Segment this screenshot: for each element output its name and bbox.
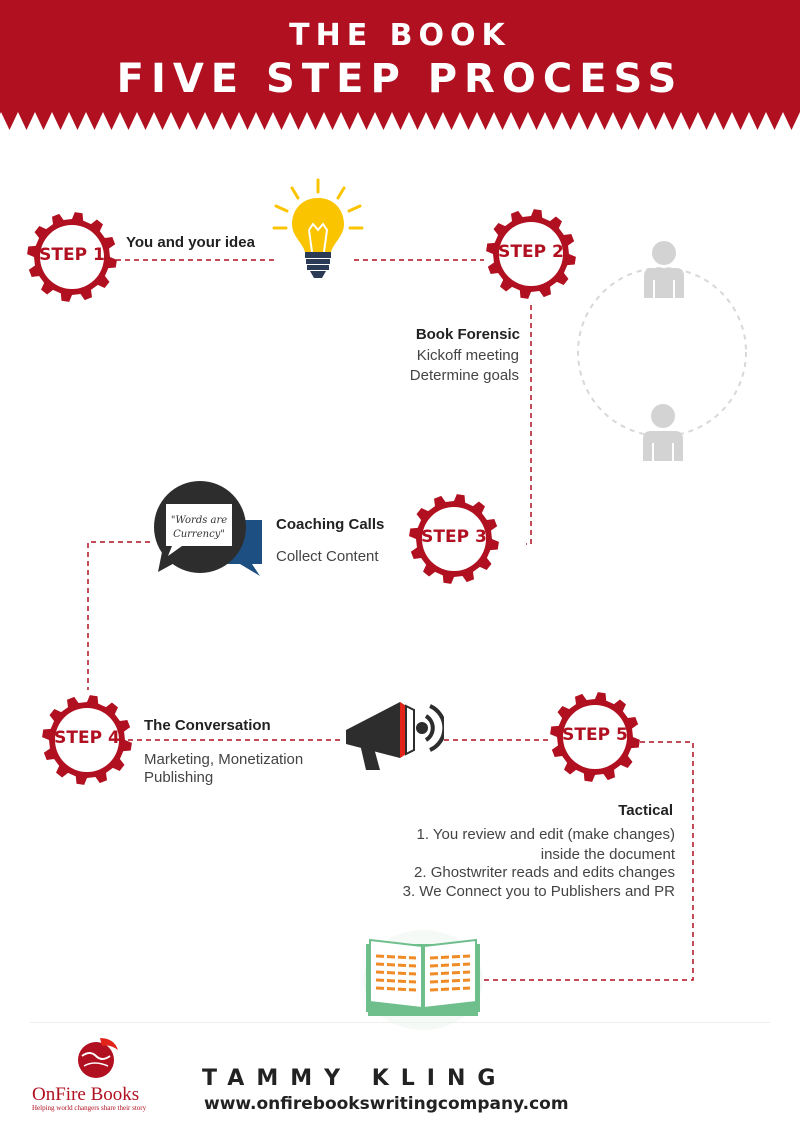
step-5-detail-1: 1. You review and edit (make changes) — [416, 826, 676, 843]
gear-icon — [486, 209, 576, 299]
bubble-quote-line-2: Currency" — [173, 529, 225, 540]
author-name: TAMMY KLING — [202, 1066, 508, 1091]
person-top-icon — [644, 241, 684, 298]
step-1-title: You and your idea — [126, 234, 255, 251]
step-2-gear: STEP 2 — [485, 208, 577, 300]
bubble-quote-line-1: "Words are — [170, 515, 228, 526]
title-line-2: FIVE STEP PROCESS — [116, 56, 684, 102]
step-5-detail-4: 3. We Connect you to Publishers and PR — [402, 883, 675, 900]
step-4-detail-1: Marketing, Monetization — [144, 751, 304, 768]
onfire-globe-logo-icon — [78, 1038, 118, 1078]
step-5-label: STEP 5 — [562, 725, 628, 745]
step-5-detail-2: inside the document — [540, 846, 675, 863]
step-5-title: Tactical — [618, 802, 673, 819]
step-4-label: STEP 4 — [54, 728, 120, 748]
brand-tagline: Helping world changers share their story — [32, 1104, 147, 1112]
connector-step5-book — [482, 741, 694, 981]
step-4-title: The Conversation — [144, 717, 271, 734]
step-5-gear: STEP 5 — [549, 691, 641, 783]
megaphone-icon — [346, 702, 444, 770]
open-book-icon — [363, 930, 483, 1030]
connector-step2-step3 — [526, 305, 532, 545]
speech-bubbles-icon — [154, 481, 262, 576]
step-1-label: STEP 1 — [39, 245, 105, 265]
step-1-gear: STEP 1 — [26, 211, 118, 303]
header-background — [0, 0, 800, 130]
gear-icon — [27, 212, 117, 302]
brand-name: OnFire Books — [32, 1084, 140, 1105]
person-bottom-icon — [643, 404, 683, 461]
step-4-gear: STEP 4 — [41, 694, 133, 786]
gear-icon — [409, 494, 499, 584]
gear-icon — [42, 695, 132, 785]
step-2-detail-2: Determine goals — [409, 367, 519, 384]
gear-icon — [550, 692, 640, 782]
step-4-detail-2: Publishing — [144, 769, 214, 786]
title-line-1: THE BOOK — [289, 18, 511, 53]
footer-divider — [30, 1022, 770, 1023]
header-banner: THE BOOK FIVE STEP PROCESS — [0, 0, 800, 130]
step-5-detail-3: 2. Ghostwriter reads and edits changes — [414, 864, 675, 881]
step-3-detail-1: Collect Content — [276, 548, 379, 565]
bubble-quote: "Words are Currency" — [166, 514, 232, 542]
website-link[interactable]: www.onfirebookswritingcompany.com — [204, 1094, 569, 1114]
step-3-title: Coaching Calls — [276, 516, 385, 533]
step-2-title: Book Forensic — [415, 326, 520, 343]
step-3-label: STEP 3 — [421, 527, 487, 547]
step-2-label: STEP 2 — [498, 242, 564, 262]
lightbulb-icon — [272, 178, 364, 278]
step-2-detail-1: Kickoff meeting — [416, 347, 519, 364]
connector-step3-step4 — [87, 541, 150, 690]
step-3-gear: STEP 3 — [408, 493, 500, 585]
